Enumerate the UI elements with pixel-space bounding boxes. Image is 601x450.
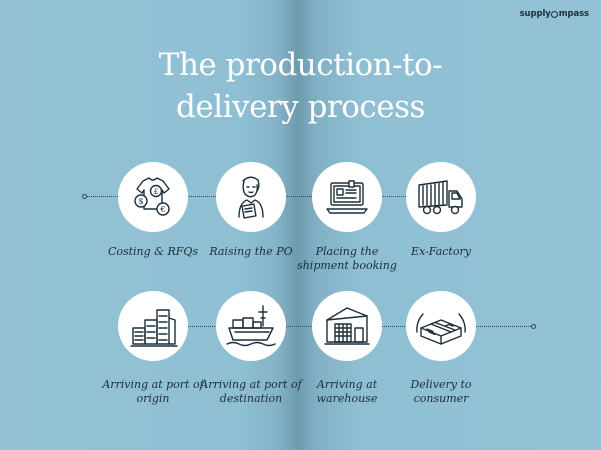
svg-text:$: $ — [138, 197, 143, 206]
svg-text:£: £ — [154, 188, 158, 196]
svg-text:€: € — [159, 205, 165, 214]
raising-po-icon — [238, 176, 264, 219]
step-label: Arriving at port of origin — [102, 378, 204, 405]
step-label: Delivery to consumer — [410, 378, 472, 405]
step-port-of-destination — [216, 291, 286, 361]
step-label: Arriving at warehouse — [316, 378, 378, 405]
step-port-of-origin — [118, 291, 188, 361]
step-delivery — [406, 291, 476, 361]
containers-icon — [130, 309, 178, 347]
warehouse-icon — [324, 307, 370, 345]
brand-logo-prefix: supply — [519, 9, 551, 19]
brand-logo-suffix: mpass — [558, 9, 589, 19]
step-label: Placing the shipment booking — [297, 245, 397, 272]
brand-logo: supply mpass — [519, 9, 590, 19]
step-label: Raising the PO — [209, 245, 293, 258]
step-costing: $ £ € — [118, 162, 188, 232]
row2-end-dot — [531, 324, 536, 329]
step-raising-po — [216, 162, 286, 232]
page-title-line-2: delivery process — [176, 89, 425, 125]
page-title: The production-to- delivery process — [0, 44, 601, 128]
truck-icon — [418, 180, 463, 215]
package-icon — [416, 313, 466, 345]
step-shipment-booking — [312, 162, 382, 232]
step-label: Costing & RFQs — [107, 245, 199, 258]
step-warehouse — [312, 291, 382, 361]
page-title-line-1: The production-to- — [158, 47, 443, 83]
compass-ring-icon — [551, 11, 559, 18]
row1-start-dot — [82, 194, 87, 199]
ship-icon — [226, 305, 276, 347]
shipment-booking-icon — [326, 180, 368, 214]
step-label: Arriving at port of destination — [200, 378, 302, 405]
costing-icon: $ £ € — [134, 177, 170, 216]
step-label: Ex-Factory — [411, 245, 471, 258]
step-ex-factory — [406, 162, 476, 232]
